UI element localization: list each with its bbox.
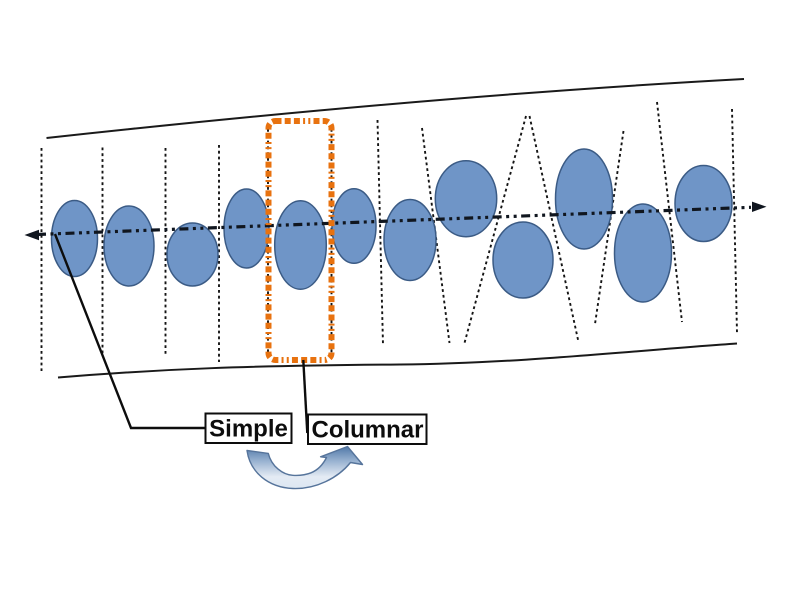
svg-text:Columnar: Columnar [311, 417, 423, 444]
svg-text:Simple: Simple [209, 416, 288, 443]
